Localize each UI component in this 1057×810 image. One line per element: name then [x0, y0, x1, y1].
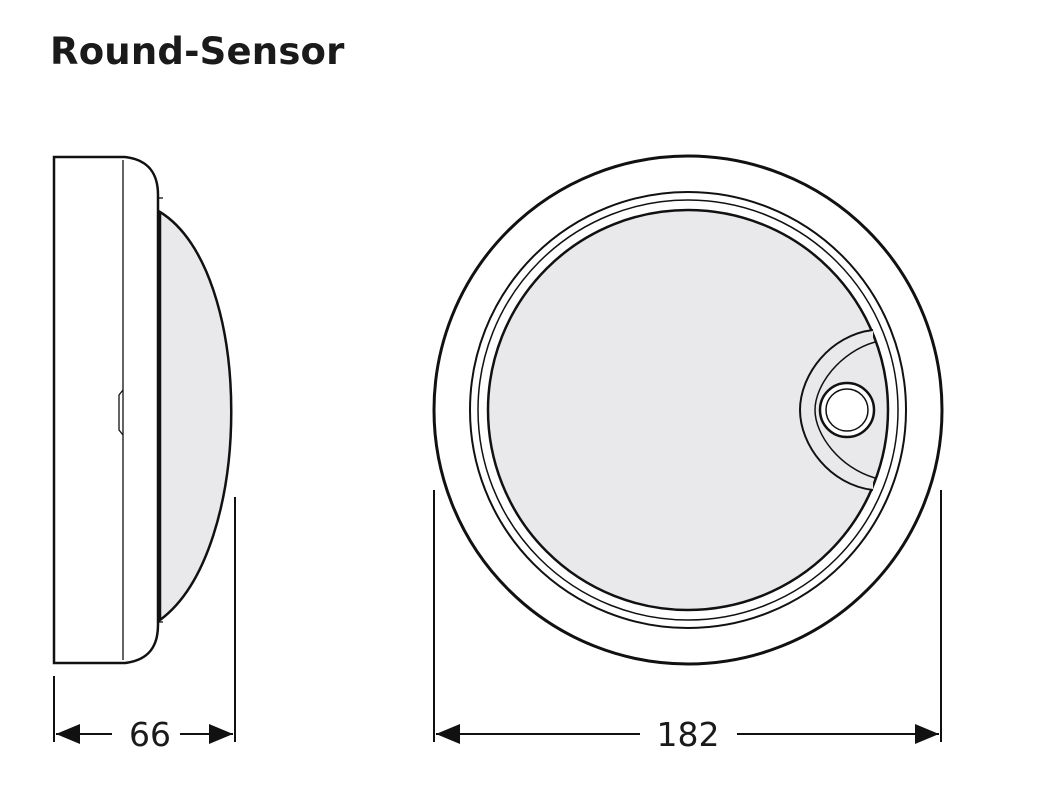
side-view-base-body — [52, 155, 160, 665]
front-view-sensor-eye-inner — [825, 388, 869, 432]
front-view-sensor-housing-inner — [814, 341, 876, 479]
side-view — [52, 155, 233, 665]
side-view-notch — [118, 389, 124, 436]
front-view — [432, 154, 944, 666]
depth-dimension-label: 66 — [129, 715, 171, 754]
page-title: Round-Sensor — [50, 30, 345, 73]
diameter-dimension-label: 182 — [657, 715, 720, 754]
side-view-dome-lens — [158, 209, 233, 623]
front-view-diffuser-lens — [486, 208, 890, 612]
diameter-dimension — [433, 490, 942, 744]
depth-dimension — [53, 497, 236, 744]
